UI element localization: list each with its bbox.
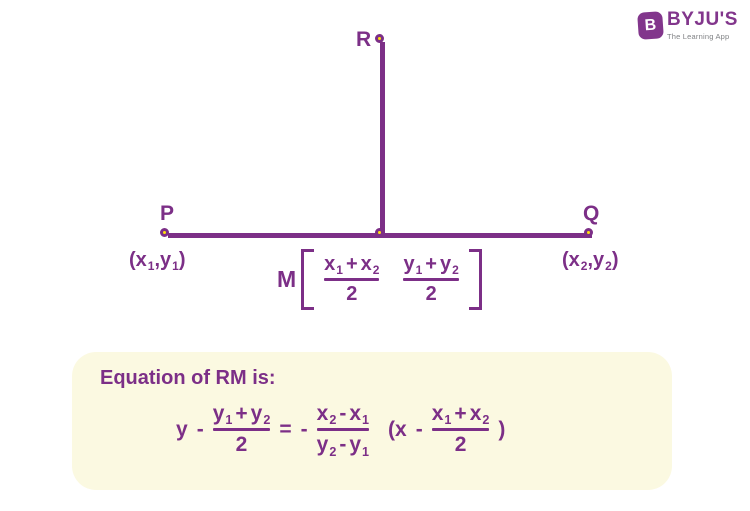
segment-rm-line bbox=[380, 42, 385, 236]
math-subscript: 2 bbox=[263, 413, 271, 428]
math-subscript: 2 bbox=[329, 413, 337, 428]
logo-text: BYJU'S The Learning App bbox=[667, 9, 738, 41]
math-subscript: 1 bbox=[362, 444, 370, 459]
fraction-bar bbox=[403, 278, 459, 281]
midpoint-y-fraction: y1+y2 2 bbox=[403, 253, 459, 306]
byjus-badge-icon: B bbox=[637, 11, 664, 40]
logo-tagline: The Learning App bbox=[667, 31, 730, 41]
point-p-label: P bbox=[160, 202, 175, 225]
coord-subscript: 1 bbox=[172, 259, 179, 274]
equation-rhs-fraction: x1+x2 2 bbox=[431, 402, 490, 457]
math-var: x bbox=[349, 402, 362, 425]
math-operator: + bbox=[425, 253, 437, 275]
coord-subscript: 2 bbox=[580, 259, 588, 274]
coord-subscript: 1 bbox=[147, 259, 155, 274]
equation-lhs-variable: y bbox=[176, 417, 188, 441]
math-var: y bbox=[439, 253, 452, 275]
equation-title: Equation of RM is: bbox=[100, 367, 276, 389]
equation-lhs-minus: - bbox=[196, 417, 204, 441]
math-var: y bbox=[250, 402, 263, 425]
math-var: x bbox=[431, 402, 444, 425]
midpoint-m-label: M bbox=[277, 266, 297, 292]
point-q-label: Q bbox=[583, 202, 600, 225]
math-operator: + bbox=[345, 253, 358, 275]
logo-brand: BYJU'S bbox=[667, 9, 738, 30]
logo-b-letter: B bbox=[644, 16, 657, 34]
equation-paren-open: (x bbox=[388, 417, 407, 441]
midpoint-x-fraction: x1+x2 2 bbox=[324, 253, 380, 306]
point-p-marker bbox=[160, 228, 169, 237]
math-operator: + bbox=[454, 402, 467, 425]
fraction-bar bbox=[431, 428, 490, 432]
fraction-denominator: 2 bbox=[346, 283, 358, 305]
math-var: x bbox=[316, 402, 329, 425]
midpoint-expression: M x1+x2 2 y1+y2 2 bbox=[277, 249, 482, 310]
fraction-denominator: 2 bbox=[425, 283, 437, 305]
fraction-numerator: y1+y2 bbox=[212, 402, 271, 428]
equation-equals-sign: = bbox=[279, 417, 292, 441]
fraction-bar bbox=[324, 278, 380, 281]
fraction-denominator: 2 bbox=[235, 433, 248, 457]
math-operator: + bbox=[235, 402, 248, 425]
math-var: x bbox=[469, 402, 482, 425]
equation-paren-minus: - bbox=[415, 417, 423, 441]
fraction-numerator: x1+x2 bbox=[431, 402, 490, 428]
equation-row: y - y1+y2 2 = - x2-x1 y2-y1 (x - x1+x2 2… bbox=[176, 402, 506, 459]
point-q-coordinates: (x2,y2) bbox=[562, 249, 619, 272]
fraction-denominator: 2 bbox=[454, 433, 467, 457]
math-subscript: 2 bbox=[329, 444, 337, 459]
math-subscript: 1 bbox=[336, 263, 343, 278]
math-subscript: 2 bbox=[452, 263, 459, 278]
math-subscript: 1 bbox=[444, 413, 452, 428]
equation-lhs-fraction: y1+y2 2 bbox=[212, 402, 271, 457]
equation-negative-sign: - bbox=[300, 417, 308, 441]
coord-text: ) bbox=[178, 249, 186, 271]
fraction-denominator: y2-y1 bbox=[316, 433, 370, 459]
math-var: x bbox=[324, 253, 336, 275]
math-subscript: 1 bbox=[225, 413, 233, 428]
math-var: x bbox=[360, 253, 372, 275]
point-p-coordinates: (x1,y1) bbox=[129, 249, 186, 272]
math-operator: - bbox=[339, 402, 347, 425]
fraction-bar bbox=[212, 428, 271, 432]
math-var: y bbox=[316, 433, 329, 457]
coord-text: ,y bbox=[587, 249, 605, 271]
math-var: y bbox=[212, 402, 225, 425]
fraction-numerator: x1+x2 bbox=[324, 253, 379, 276]
coord-text: (x bbox=[129, 249, 147, 271]
coord-text: (x bbox=[562, 249, 580, 271]
midpoint-m-marker bbox=[375, 228, 384, 237]
math-var: y bbox=[349, 433, 362, 457]
fraction-numerator: x2-x1 bbox=[316, 402, 370, 428]
coord-subscript: 2 bbox=[605, 259, 612, 274]
fraction-numerator: y1+y2 bbox=[403, 253, 458, 276]
point-r-label: R bbox=[356, 28, 372, 51]
math-subscript: 2 bbox=[482, 413, 490, 428]
byjus-logo: B BYJU'S The Learning App bbox=[637, 9, 738, 41]
math-subscript: 1 bbox=[362, 413, 370, 428]
math-subscript: 2 bbox=[372, 263, 380, 278]
math-var: y bbox=[403, 253, 415, 275]
math-subscript: 1 bbox=[415, 263, 423, 278]
equation-box: Equation of RM is: y - y1+y2 2 = - x2-x1… bbox=[72, 352, 672, 490]
equation-slope-fraction: x2-x1 y2-y1 bbox=[316, 402, 370, 459]
fraction-bar bbox=[316, 428, 370, 432]
math-operator: - bbox=[339, 433, 347, 457]
right-bracket-icon bbox=[468, 249, 482, 310]
point-r-marker bbox=[375, 34, 384, 43]
left-bracket-icon bbox=[301, 249, 315, 310]
point-q-marker bbox=[584, 228, 593, 237]
coord-text: ) bbox=[611, 249, 619, 271]
coord-text: ,y bbox=[154, 249, 172, 271]
equation-paren-close: ) bbox=[498, 417, 506, 441]
